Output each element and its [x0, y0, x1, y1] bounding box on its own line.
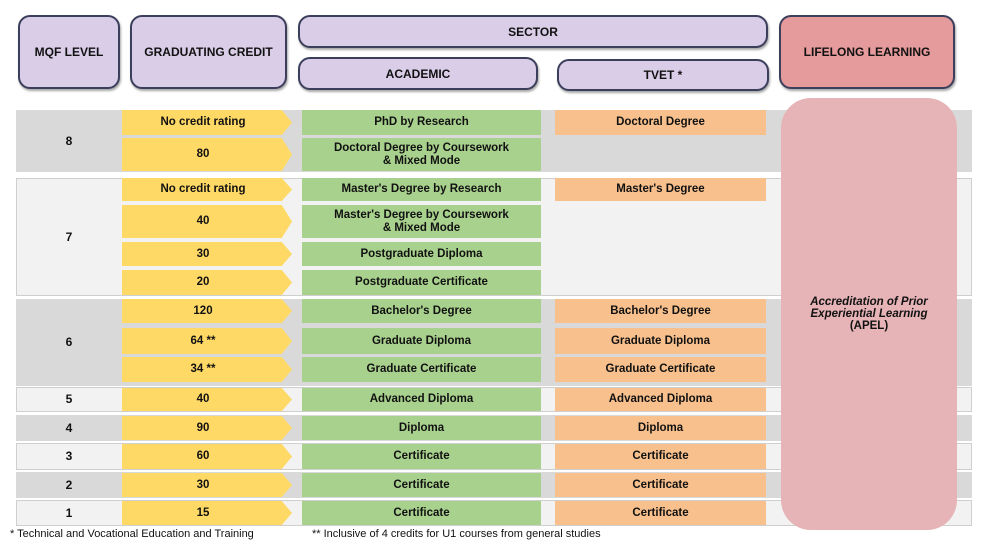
apel-line-3: (APEL)	[849, 320, 889, 332]
academic-qualification: Postgraduate Diploma	[302, 242, 541, 266]
header-mqf-level: MQF LEVEL	[18, 15, 120, 89]
level-number: 8	[65, 134, 73, 148]
tvet-qualification: Certificate	[555, 473, 766, 497]
footnote-tvet: * Technical and Vocational Education and…	[10, 528, 254, 540]
credit-arrow: 34 **	[122, 357, 292, 382]
credit-arrow: 20	[122, 270, 292, 295]
credit-arrow: 120	[122, 299, 292, 323]
level-number: 7	[65, 230, 73, 244]
level-number: 6	[65, 335, 73, 349]
tvet-qualification: Certificate	[555, 444, 766, 469]
credit-arrow: 80	[122, 138, 292, 171]
credit-arrow: 64 **	[122, 328, 292, 354]
header-tvet: TVET *	[557, 59, 769, 91]
header-graduating-credit: GRADUATING CREDIT	[130, 15, 287, 89]
academic-qualification: Certificate	[302, 473, 541, 497]
header-sector: SECTOR	[298, 15, 768, 48]
academic-qualification: Advanced Diploma	[302, 388, 541, 411]
tvet-qualification: Graduate Certificate	[555, 357, 766, 382]
header-lifelong-learning: LIFELONG LEARNING	[779, 15, 955, 89]
academic-qualification: Postgraduate Certificate	[302, 270, 541, 295]
academic-qualification: Certificate	[302, 501, 541, 525]
level-number: 2	[65, 478, 73, 492]
tvet-qualification: Master's Degree	[555, 178, 766, 201]
academic-qualification: Bachelor's Degree	[302, 299, 541, 323]
academic-qualification: Master's Degree by Coursework & Mixed Mo…	[302, 205, 541, 238]
tvet-qualification: Doctoral Degree	[555, 110, 766, 135]
footnote-credits: ** Inclusive of 4 credits for U1 courses…	[312, 528, 601, 540]
credit-arrow: 90	[122, 416, 292, 440]
tvet-qualification: Graduate Diploma	[555, 328, 766, 354]
academic-qualification: Graduate Certificate	[302, 357, 541, 382]
header-academic: ACADEMIC	[298, 57, 538, 90]
apel-line-1: Accreditation of Prior	[810, 296, 928, 308]
tvet-qualification: Diploma	[555, 416, 766, 440]
credit-arrow: 60	[122, 444, 292, 469]
apel-line-2: Experiential Learning	[810, 308, 928, 320]
tvet-qualification: Advanced Diploma	[555, 388, 766, 411]
academic-qualification: Master's Degree by Research	[302, 178, 541, 201]
level-number: 3	[65, 449, 73, 463]
credit-arrow: 40	[122, 388, 292, 411]
tvet-qualification: Bachelor's Degree	[555, 299, 766, 323]
apel-box: Accreditation of Prior Experiential Lear…	[781, 98, 957, 530]
academic-qualification: Doctoral Degree by Coursework & Mixed Mo…	[302, 138, 541, 171]
credit-arrow: 15	[122, 501, 292, 525]
level-number: 4	[65, 421, 73, 435]
credit-arrow: 30	[122, 242, 292, 266]
tvet-qualification: Certificate	[555, 501, 766, 525]
academic-qualification: Graduate Diploma	[302, 328, 541, 354]
credit-arrow: No credit rating	[122, 178, 292, 201]
academic-qualification: Diploma	[302, 416, 541, 440]
academic-qualification: Certificate	[302, 444, 541, 469]
credit-arrow: 40	[122, 205, 292, 238]
level-number: 1	[65, 506, 73, 520]
academic-qualification: PhD by Research	[302, 110, 541, 135]
credit-arrow: No credit rating	[122, 110, 292, 135]
level-number: 5	[65, 392, 73, 406]
credit-arrow: 30	[122, 473, 292, 497]
